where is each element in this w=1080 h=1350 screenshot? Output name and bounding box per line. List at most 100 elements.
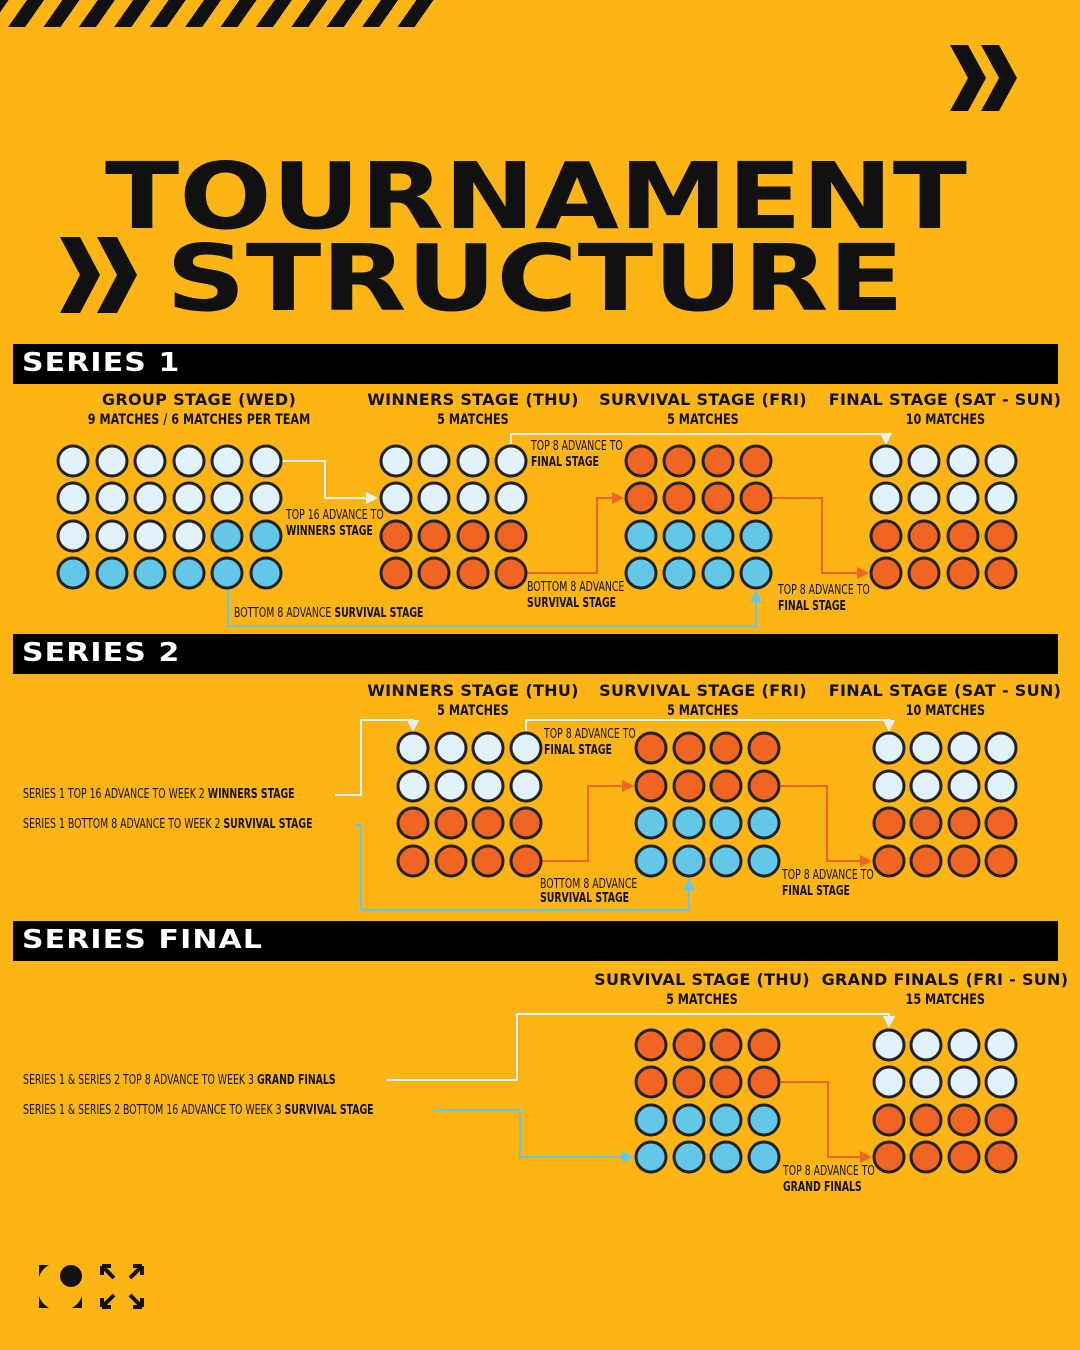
note-emphasis: WINNERS STAGE: [286, 524, 373, 539]
note-text: TOP 8 ADVANCE TO: [531, 439, 623, 454]
stage-header: FINAL STAGE (SAT - SUN)10 MATCHES: [829, 390, 1061, 428]
team-slot: [662, 556, 696, 590]
title-line1: TOURNAMENT: [105, 143, 967, 250]
stage-matches: 10 MATCHES: [905, 703, 985, 719]
team-slot: [747, 769, 781, 803]
series-final-banner: SERIES FINAL: [13, 921, 1058, 961]
team-slot: [739, 519, 773, 553]
advance-note: SERIES 1 BOTTOM 8 ADVANCE TO WEEK 2 SURV…: [23, 817, 312, 833]
advance-note: SERIES 1 & SERIES 2 TOP 8 ADVANCE TO WEE…: [23, 1073, 336, 1089]
team-slot: [379, 481, 413, 515]
team-slot: [672, 1103, 706, 1137]
connector: [386, 1013, 895, 1081]
team-slot: [872, 1140, 906, 1174]
stage-matches: 9 MATCHES / 6 MATCHES PER TEAM: [87, 412, 311, 428]
team-slot: [701, 481, 735, 515]
team-slot: [984, 519, 1018, 553]
team-slot: [417, 444, 451, 478]
note-text: SERIES 1 & SERIES 2 BOTTOM 16 ADVANCE TO…: [23, 1103, 285, 1118]
team-slot: [907, 444, 941, 478]
team-slot: [909, 844, 943, 878]
team-slot: [634, 1103, 668, 1137]
team-slot: [210, 556, 244, 590]
team-slot: [249, 556, 283, 590]
stage-title: GRAND FINALS (FRI - SUN): [821, 970, 1069, 989]
team-slot: [909, 1065, 943, 1099]
stage-header: SURVIVAL STAGE (FRI)5 MATCHES: [599, 681, 807, 719]
team-slot: [456, 481, 490, 515]
stage-matches: 15 MATCHES: [905, 992, 985, 1008]
stage-title: FINAL STAGE (SAT - SUN): [828, 681, 1062, 700]
expand-icon: [100, 1264, 144, 1309]
advance-note: BOTTOM 8 ADVANCE SURVIVAL STAGE: [234, 606, 423, 622]
note-text: BOTTOM 8 ADVANCE: [234, 606, 335, 621]
team-slot: [947, 1103, 981, 1137]
team-slot: [509, 844, 543, 878]
team-slot: [872, 1028, 906, 1062]
team-slot: [701, 556, 735, 590]
note-text: TOP 8 ADVANCE TO: [778, 583, 870, 598]
team-slot: [417, 556, 451, 590]
team-slot: [509, 806, 543, 840]
stage-matches: 5 MATCHES: [437, 412, 509, 428]
team-slot: [95, 519, 129, 553]
team-slot: [672, 806, 706, 840]
team-slot: [417, 481, 451, 515]
stage-title: SURVIVAL STAGE (FRI): [599, 390, 807, 409]
team-slot: [249, 444, 283, 478]
team-slot: [872, 844, 906, 878]
team-slot: [56, 519, 90, 553]
banner-label: SERIES FINAL: [22, 925, 264, 955]
team-slot: [947, 769, 981, 803]
team-slot: [709, 1140, 743, 1174]
team-slot: [984, 806, 1018, 840]
team-slot: [210, 444, 244, 478]
team-slot: [56, 481, 90, 515]
connector: [335, 719, 419, 796]
team-slot: [907, 519, 941, 553]
connector: [434, 1109, 634, 1163]
team-slot: [947, 1028, 981, 1062]
team-slot: [907, 556, 941, 590]
stage-title: GROUP STAGE (WED): [101, 390, 297, 409]
team-slot: [946, 481, 980, 515]
note-emphasis: SURVIVAL STAGE: [223, 817, 313, 832]
banner-label: SERIES 2: [22, 638, 181, 668]
connector: [510, 433, 892, 445]
note-emphasis: WINNERS STAGE: [207, 787, 295, 802]
team-slot: [624, 481, 658, 515]
team-slot: [494, 519, 528, 553]
stage-title: SURVIVAL STAGE (FRI): [599, 681, 807, 700]
team-slot: [672, 844, 706, 878]
note-text: BOTTOM 8 ADVANCE: [540, 877, 638, 892]
team-slot: [984, 844, 1018, 878]
team-slot: [509, 769, 543, 803]
team-slot: [984, 444, 1018, 478]
team-slot: [624, 519, 658, 553]
connector: [355, 824, 695, 911]
note-emphasis: GRAND FINALS: [783, 1180, 862, 1195]
team-slot: [672, 1065, 706, 1099]
team-slot: [133, 481, 167, 515]
team-slot: [984, 1103, 1018, 1137]
team-slot: [634, 806, 668, 840]
team-slot: [172, 444, 206, 478]
team-slot: [396, 769, 430, 803]
team-slot: [133, 444, 167, 478]
team-slot: [984, 769, 1018, 803]
team-slot: [909, 1140, 943, 1174]
team-slot: [984, 731, 1018, 765]
team-slot: [947, 806, 981, 840]
team-slot: [872, 1065, 906, 1099]
stage-header: GROUP STAGE (WED) 9 MATCHES / 6 MATCHES P…: [60, 390, 338, 428]
team-slot: [747, 1065, 781, 1099]
note-emphasis: FINAL STAGE: [782, 884, 850, 899]
team-slot: [747, 1028, 781, 1062]
team-slot: [909, 1028, 943, 1062]
